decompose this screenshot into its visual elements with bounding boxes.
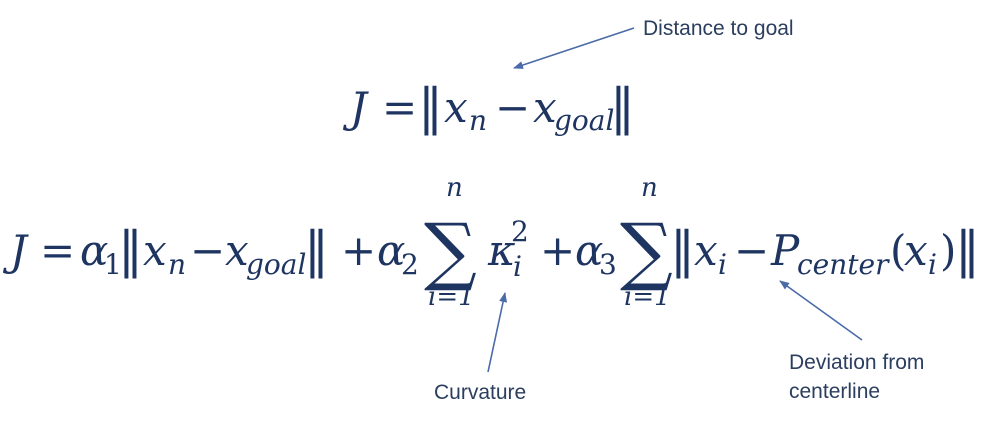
eq2-lhs: J <box>2 226 29 275</box>
arrow-distance-to-goal <box>513 27 635 69</box>
annotation-distance-to-goal-text: Distance to goal <box>643 17 794 40</box>
eq1-minus: − <box>495 83 530 132</box>
eq2-paren-close: ) <box>940 226 956 275</box>
eq2-x-i: x <box>694 226 718 275</box>
sum-1-lower: i=1 <box>428 282 475 312</box>
eq2-sub-goal: goal <box>246 248 306 281</box>
kappa: κ <box>487 226 516 275</box>
alpha-1-sub: 1 <box>104 248 122 281</box>
eq1-norm-close: ‖ <box>610 78 635 136</box>
equation-distance-cost: J = ‖ x n − x goal ‖ <box>342 78 635 137</box>
eq2-x-i-sub: i <box>718 248 727 281</box>
eq2-x: x <box>143 226 167 275</box>
kappa-subscript: i <box>513 250 522 283</box>
eq2-x-i-arg: x <box>904 226 928 275</box>
annotation-distance-to-goal: Distance to goal <box>643 14 794 43</box>
eq1-x-goal: x <box>533 83 557 132</box>
sum-2-symbol: ∑ <box>620 208 673 294</box>
eq1-lhs: J <box>342 83 369 132</box>
eq2-x-i-arg-sub: i <box>928 248 937 281</box>
alpha-3-sub: 3 <box>599 248 617 281</box>
eq2-norm2-open: ‖ <box>670 221 695 279</box>
eq2-sub-n: n <box>168 248 186 281</box>
eq2-equals: = <box>40 226 75 275</box>
annotation-deviation-line-2: centerline <box>789 380 881 403</box>
sum-2-lower: i=1 <box>624 282 671 312</box>
eq1-x: x <box>444 83 468 132</box>
alpha-1: α <box>80 226 108 275</box>
eq2-minus-2: − <box>734 226 769 275</box>
arrow-curvature <box>487 292 508 373</box>
alpha-2: α <box>377 226 405 275</box>
eq2-x-goal: x <box>225 226 249 275</box>
sum-1-symbol: ∑ <box>424 208 477 294</box>
eq1-norm-open: ‖ <box>418 78 443 136</box>
eq2-norm1-open: ‖ <box>118 221 143 279</box>
P-center: P <box>770 226 800 275</box>
eq2-plus-1: + <box>341 226 376 275</box>
eq2-plus-2: + <box>540 226 575 275</box>
alpha-2-sub: 2 <box>401 248 419 281</box>
eq2-norm2-close: ‖ <box>955 221 980 279</box>
eq2-norm1-close: ‖ <box>304 221 329 279</box>
sum-1-upper: n <box>446 173 463 203</box>
eq1-sub-goal: goal <box>554 104 614 137</box>
arrow-deviation <box>779 280 863 341</box>
kappa-superscript: 2 <box>511 215 529 248</box>
annotation-curvature-text: Curvature <box>434 381 527 404</box>
P-center-sub: center <box>797 248 890 281</box>
annotation-deviation-line-1: Deviation from <box>789 351 925 374</box>
alpha-3: α <box>575 226 603 275</box>
eq1-sub-n: n <box>469 104 487 137</box>
eq2-minus-1: − <box>190 226 225 275</box>
eq1-equals: = <box>382 83 417 132</box>
annotation-deviation-from-centerline: Deviation from centerline <box>789 348 924 406</box>
annotation-curvature: Curvature <box>434 378 526 407</box>
eq2-paren-open: ( <box>890 226 906 275</box>
sum-2-upper: n <box>641 173 658 203</box>
equation-full-cost: J = α 1 ‖ x n − x goal ‖ + α 2 n ∑ i=1 κ… <box>2 173 980 312</box>
